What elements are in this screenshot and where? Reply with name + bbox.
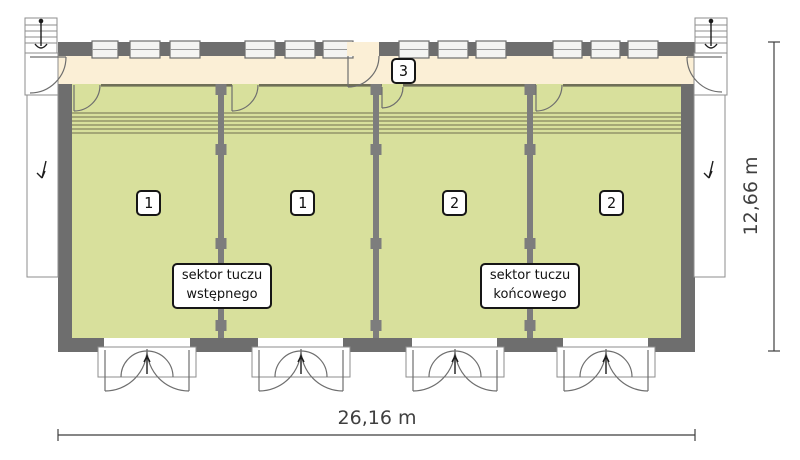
entrance-arrow-icon — [704, 18, 718, 49]
sector-label-line2: wstępnego — [186, 287, 258, 302]
corridor-label-3: 3 — [391, 58, 416, 84]
east-wall — [681, 84, 695, 352]
sector-label-line2: końcowego — [493, 287, 567, 302]
room-label-2b: 2 — [599, 190, 624, 216]
window-icon — [129, 40, 161, 59]
window-icon — [552, 40, 583, 59]
sector-label-line1: sektor tuczu — [489, 268, 571, 284]
door-swing-icon — [231, 84, 259, 112]
platform-arrow-icon — [36, 160, 47, 179]
sector-label-line1: sektor tuczu — [181, 268, 263, 284]
entrance-arrow-icon — [34, 18, 48, 49]
window-icon — [627, 40, 659, 59]
window-icon — [590, 40, 621, 59]
corridor-entrance-door — [347, 42, 380, 88]
south-wall — [58, 338, 695, 352]
sector-label-initial-fattening: sektor tuczu wstępnego — [172, 263, 272, 309]
corridor-floor — [72, 56, 681, 84]
window-icon — [284, 40, 316, 59]
windows — [91, 40, 659, 59]
window-icon — [244, 40, 276, 59]
double-door-icon — [556, 346, 656, 392]
east-platform — [693, 94, 726, 278]
exterior-door-icon — [686, 52, 728, 96]
room-label-1b: 1 — [290, 190, 315, 216]
window-icon — [169, 40, 201, 59]
width-dimension-label: 26,16 m — [338, 407, 417, 429]
height-dimension-label: 12,66 m — [740, 157, 762, 236]
pen-divider-walls — [215, 84, 536, 338]
double-door-icon — [405, 346, 505, 392]
room-label-2a: 2 — [442, 190, 467, 216]
double-door-icon — [251, 346, 351, 392]
room-label-1a: 1 — [136, 190, 161, 216]
window-icon — [398, 40, 430, 59]
window-icon — [91, 40, 119, 59]
south-double-doors — [97, 346, 656, 392]
exterior-door-icon — [24, 52, 67, 96]
door-swing-icon — [535, 84, 563, 112]
sector-label-final-fattening: sektor tuczu końcowego — [480, 263, 580, 309]
west-platform — [26, 94, 59, 278]
width-dimension: 26,16 m — [57, 407, 696, 441]
door-swing-icon — [381, 86, 404, 109]
door-swing-icon — [73, 84, 101, 112]
height-dimension: 12,66 m — [740, 41, 780, 352]
platform-arrow-icon — [703, 160, 714, 179]
double-door-icon — [97, 346, 197, 392]
west-wall — [58, 84, 72, 352]
west-door-opening — [58, 56, 72, 84]
window-icon — [437, 40, 469, 59]
pen-doors — [73, 84, 563, 112]
west-entrance-ramp — [24, 17, 67, 278]
east-door-opening — [681, 56, 695, 84]
east-entrance-ramp — [686, 17, 728, 278]
window-icon — [475, 40, 507, 59]
